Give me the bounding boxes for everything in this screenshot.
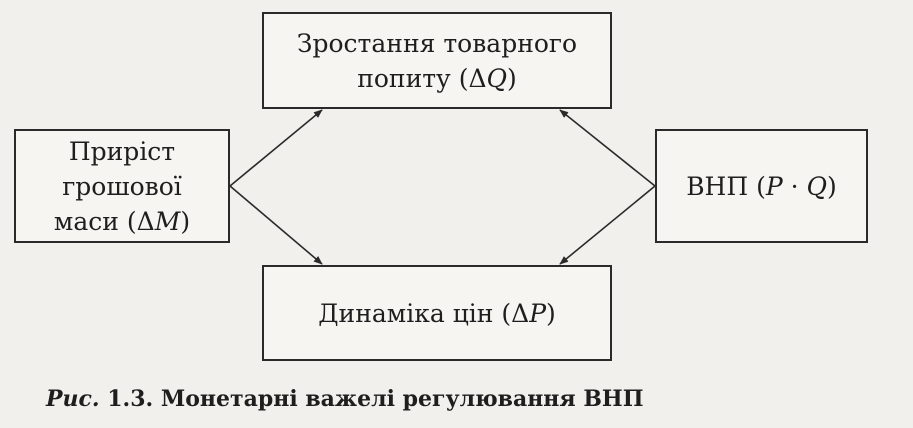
demand-growth-suffix: ): [507, 63, 517, 93]
money-supply-prefix: маси (Δ: [53, 206, 155, 236]
money-supply-line3: маси (ΔM): [54, 204, 190, 239]
gnp-prefix: ВНП (: [686, 171, 766, 201]
demand-growth-line1: Зростання товарного: [296, 28, 578, 58]
arrow-money-to-demand: [229, 109, 323, 187]
caption-label: Рис.: [46, 386, 100, 412]
money-supply-var: M: [154, 206, 181, 236]
demand-growth-text: Зростання товарного попиту (ΔQ): [297, 26, 577, 96]
arrow-gnp-to-prices: [559, 185, 656, 265]
price-dynamics-var: P: [529, 298, 547, 328]
money-supply-line1: Приріст: [68, 136, 176, 166]
demand-growth-prefix: попиту (Δ: [357, 63, 487, 93]
gnp-var-q: Q: [806, 171, 828, 201]
figure-caption: Рис. 1.3. Монетарні важелі регулювання В…: [46, 386, 643, 412]
price-dynamics-suffix: ): [546, 298, 556, 328]
gnp-box: ВНП (P · Q): [655, 129, 868, 243]
money-supply-box: Приріст грошової маси (ΔM): [14, 129, 230, 243]
price-dynamics-text: Динаміка цін (ΔP): [318, 296, 556, 331]
money-supply-line2: грошової: [62, 171, 182, 201]
gnp-dot: ·: [782, 171, 807, 201]
price-dynamics-box: Динаміка цін (ΔP): [262, 265, 612, 361]
money-supply-suffix: ): [180, 206, 191, 236]
caption-text: 1.3. Монетарні важелі регулювання ВНП: [99, 386, 644, 412]
gnp-var-p: P: [765, 171, 783, 201]
demand-growth-line2: попиту (ΔQ): [297, 61, 577, 96]
price-dynamics-prefix: Динаміка цін (Δ: [318, 298, 530, 328]
demand-growth-box: Зростання товарного попиту (ΔQ): [262, 12, 612, 109]
demand-growth-var: Q: [486, 63, 508, 93]
arrow-money-to-prices: [229, 185, 323, 265]
gnp-text: ВНП (P · Q): [686, 169, 837, 204]
arrow-gnp-to-demand: [559, 109, 656, 187]
gnp-suffix: ): [827, 171, 837, 201]
money-supply-text: Приріст грошової маси (ΔM): [54, 134, 190, 239]
